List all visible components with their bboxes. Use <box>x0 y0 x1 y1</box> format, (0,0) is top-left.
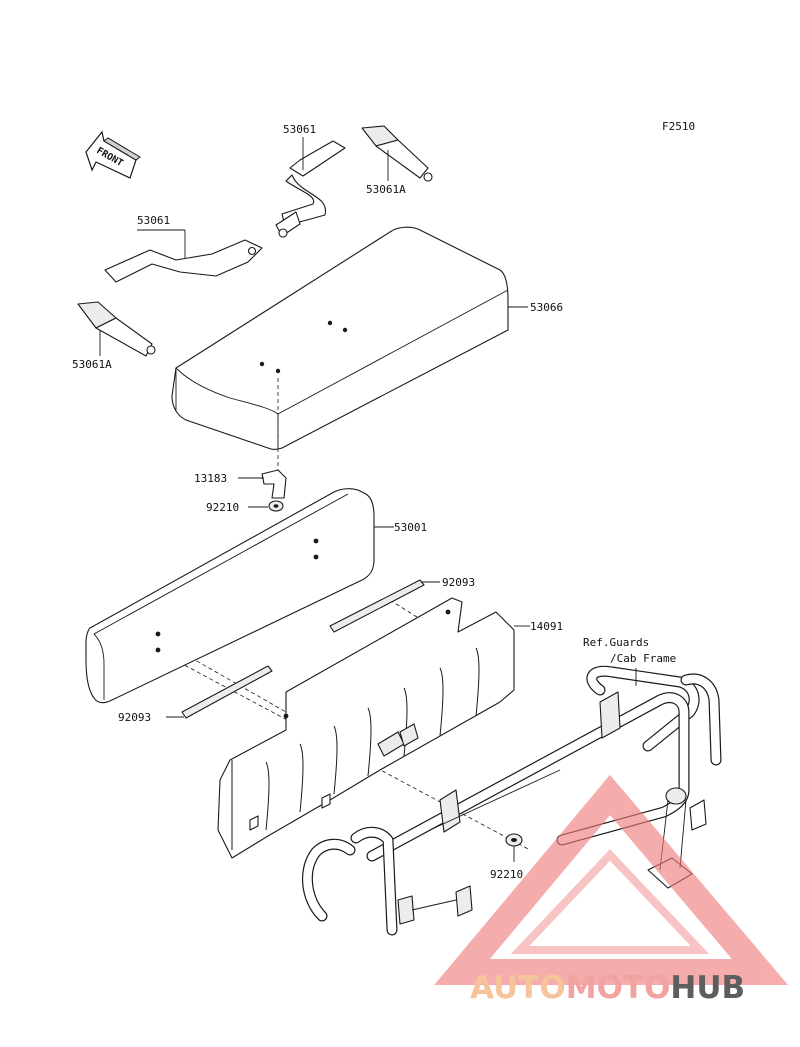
backrest-53001 <box>85 488 375 704</box>
callout-92210-lower: 92210 <box>490 868 523 881</box>
callout-92093-lower: 92093 <box>118 711 151 724</box>
watermark-hub: HUB <box>670 970 745 1006</box>
front-arrow-icon: FRONT <box>85 130 141 179</box>
figure-code: F2510 <box>662 120 695 133</box>
strap-upper-53061 <box>275 140 346 238</box>
alignment-line-2 <box>159 639 301 721</box>
watermark-text: AUTOMOTOHUB <box>470 970 745 1006</box>
callout-53061-upper: 53061 <box>283 123 316 136</box>
callout-13183: 13183 <box>194 472 227 485</box>
callout-53061a-left: 53061A <box>72 358 112 371</box>
callout-14091: 14091 <box>530 620 563 633</box>
buckle-upper-53061A <box>361 125 433 182</box>
callout-53001: 53001 <box>394 521 427 534</box>
watermark-auto: AUTO <box>470 970 566 1006</box>
callout-53061a-upper: 53061A <box>366 183 406 196</box>
trim-strip-92093-lower <box>181 665 273 719</box>
trim-strip-92093-upper <box>329 579 425 633</box>
callout-92093-upper: 92093 <box>442 576 475 589</box>
ref-note-line1: Ref.Guards <box>583 636 649 649</box>
ref-note-line2: /Cab Frame <box>610 652 676 665</box>
buckle-left-53061A <box>77 301 156 357</box>
callout-53061-left: 53061 <box>137 214 170 227</box>
nut-92210-upper <box>268 500 284 512</box>
callout-92210-upper: 92210 <box>206 501 239 514</box>
backrest-plate-14091 <box>217 597 515 859</box>
triangle-logo-icon <box>434 774 789 985</box>
nut-92210-lower <box>505 833 523 847</box>
bracket-13183 <box>261 469 287 499</box>
callout-53066: 53066 <box>530 301 563 314</box>
strap-left-53061 <box>104 239 263 283</box>
seat-cushion-53066 <box>171 226 509 451</box>
watermark-moto: MOTO <box>566 970 671 1006</box>
